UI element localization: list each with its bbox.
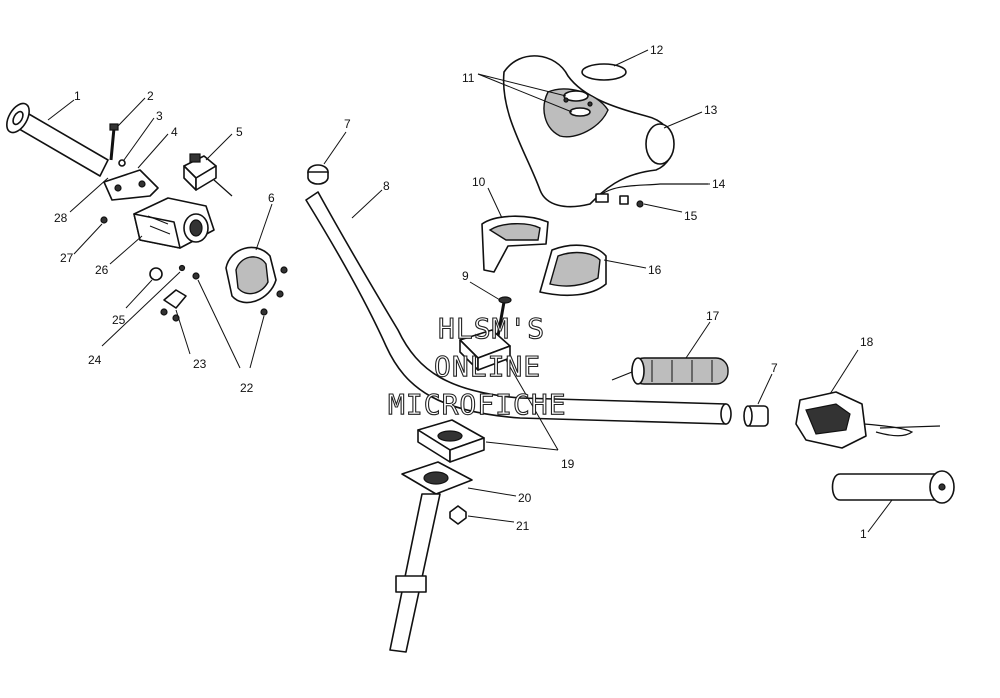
indicator-lens-11 <box>563 90 593 117</box>
screw-15 <box>636 200 644 208</box>
leader-3 <box>123 117 155 161</box>
callout-6: 6 <box>268 191 275 205</box>
callout-28: 28 <box>54 211 68 225</box>
callout-20: 20 <box>518 491 532 505</box>
callout-21: 21 <box>516 519 530 533</box>
leader-24 <box>101 271 181 347</box>
nut-25 <box>149 267 163 281</box>
callout-1-left: 1 <box>74 89 81 103</box>
callout-15: 15 <box>684 209 698 223</box>
leader-26 <box>109 235 143 265</box>
leader-1b <box>867 499 893 533</box>
callout-3: 3 <box>156 109 163 123</box>
watermark: HLSM'S ONLINE MICROFICHE <box>387 311 567 421</box>
left-grip <box>6 102 109 177</box>
bolt-9 <box>496 296 512 337</box>
leader-17 <box>685 321 711 359</box>
callout-13: 13 <box>704 103 718 117</box>
callout-17: 17 <box>706 309 720 323</box>
callout-16: 16 <box>648 263 662 277</box>
heated-grip-17 <box>611 357 729 385</box>
callout-4: 4 <box>171 125 178 139</box>
watermark-line-3: MICROFICHE <box>388 388 567 421</box>
watermark-line-1: HLSM'S <box>438 312 545 345</box>
screw-22a <box>192 272 200 280</box>
callout-1-right: 1 <box>860 527 867 541</box>
callout-19: 19 <box>561 457 575 471</box>
leader-19a <box>505 359 559 451</box>
switch-housing-18 <box>795 391 941 449</box>
leader-2 <box>117 97 146 127</box>
screw-2 <box>109 123 119 161</box>
screw-22b <box>260 308 268 316</box>
callout-10: 10 <box>472 175 486 189</box>
callout-23: 23 <box>193 357 207 371</box>
leader-6 <box>255 203 273 251</box>
bracket-4 <box>103 169 159 201</box>
washer-3 <box>118 159 126 167</box>
pin-24 <box>178 264 186 272</box>
wire-harness-14 <box>595 183 708 205</box>
callout-12: 12 <box>650 43 664 57</box>
leader-10 <box>487 187 503 219</box>
callout-26: 26 <box>95 263 109 277</box>
end-plug-7-left <box>307 164 329 185</box>
decal-12 <box>581 63 627 81</box>
switch-5 <box>183 153 233 197</box>
callout-22: 22 <box>240 381 254 395</box>
end-plug-7-right <box>743 405 769 427</box>
leader-4 <box>137 133 169 169</box>
leader-22a <box>197 279 241 369</box>
leader-15 <box>643 203 683 213</box>
callout-2: 2 <box>147 89 154 103</box>
watermark-line-2: ONLINE <box>434 350 541 383</box>
leader-7a <box>323 131 347 165</box>
callout-24: 24 <box>88 353 102 367</box>
leader-8 <box>351 189 383 219</box>
leader-27 <box>73 223 103 255</box>
lower-cover-10 <box>481 215 549 273</box>
lower-shell-16 <box>539 244 607 297</box>
screw-27 <box>100 216 108 224</box>
leader-22b <box>249 315 265 369</box>
callout-5: 5 <box>236 125 243 139</box>
mount-plate-20 <box>401 461 473 495</box>
right-grip <box>831 470 955 504</box>
leader-1a <box>47 99 75 121</box>
leader-12 <box>613 49 649 67</box>
leader-16 <box>603 259 647 269</box>
nut-21 <box>449 505 467 525</box>
leader-28 <box>69 177 109 213</box>
callout-25: 25 <box>112 313 126 327</box>
callout-14: 14 <box>712 177 726 191</box>
callout-7-left: 7 <box>344 117 351 131</box>
leader-7b <box>757 373 773 405</box>
clamp-19-lower <box>417 419 485 463</box>
steering-post <box>389 493 441 653</box>
leader-18 <box>829 349 859 395</box>
leader-9 <box>469 281 501 301</box>
throttle-housing-26 <box>133 197 215 249</box>
leader-21 <box>467 515 515 523</box>
leader-11b <box>477 73 573 113</box>
callout-9: 9 <box>462 269 469 283</box>
clamp-19-upper <box>459 329 511 371</box>
leader-5 <box>205 133 233 161</box>
leader-19b <box>485 441 559 451</box>
handlebar-8 <box>305 191 732 425</box>
leader-11a <box>477 73 567 97</box>
callout-8: 8 <box>383 179 390 193</box>
leader-13 <box>663 111 703 129</box>
leader-23 <box>175 309 191 355</box>
callout-18: 18 <box>860 335 874 349</box>
leader-20 <box>467 487 517 497</box>
callout-11: 11 <box>462 71 475 85</box>
callout-7-right: 7 <box>771 361 778 375</box>
clip-23 <box>160 289 187 322</box>
throttle-cover-6 <box>225 246 288 304</box>
callout-27: 27 <box>60 251 74 265</box>
leader-25 <box>125 279 153 309</box>
